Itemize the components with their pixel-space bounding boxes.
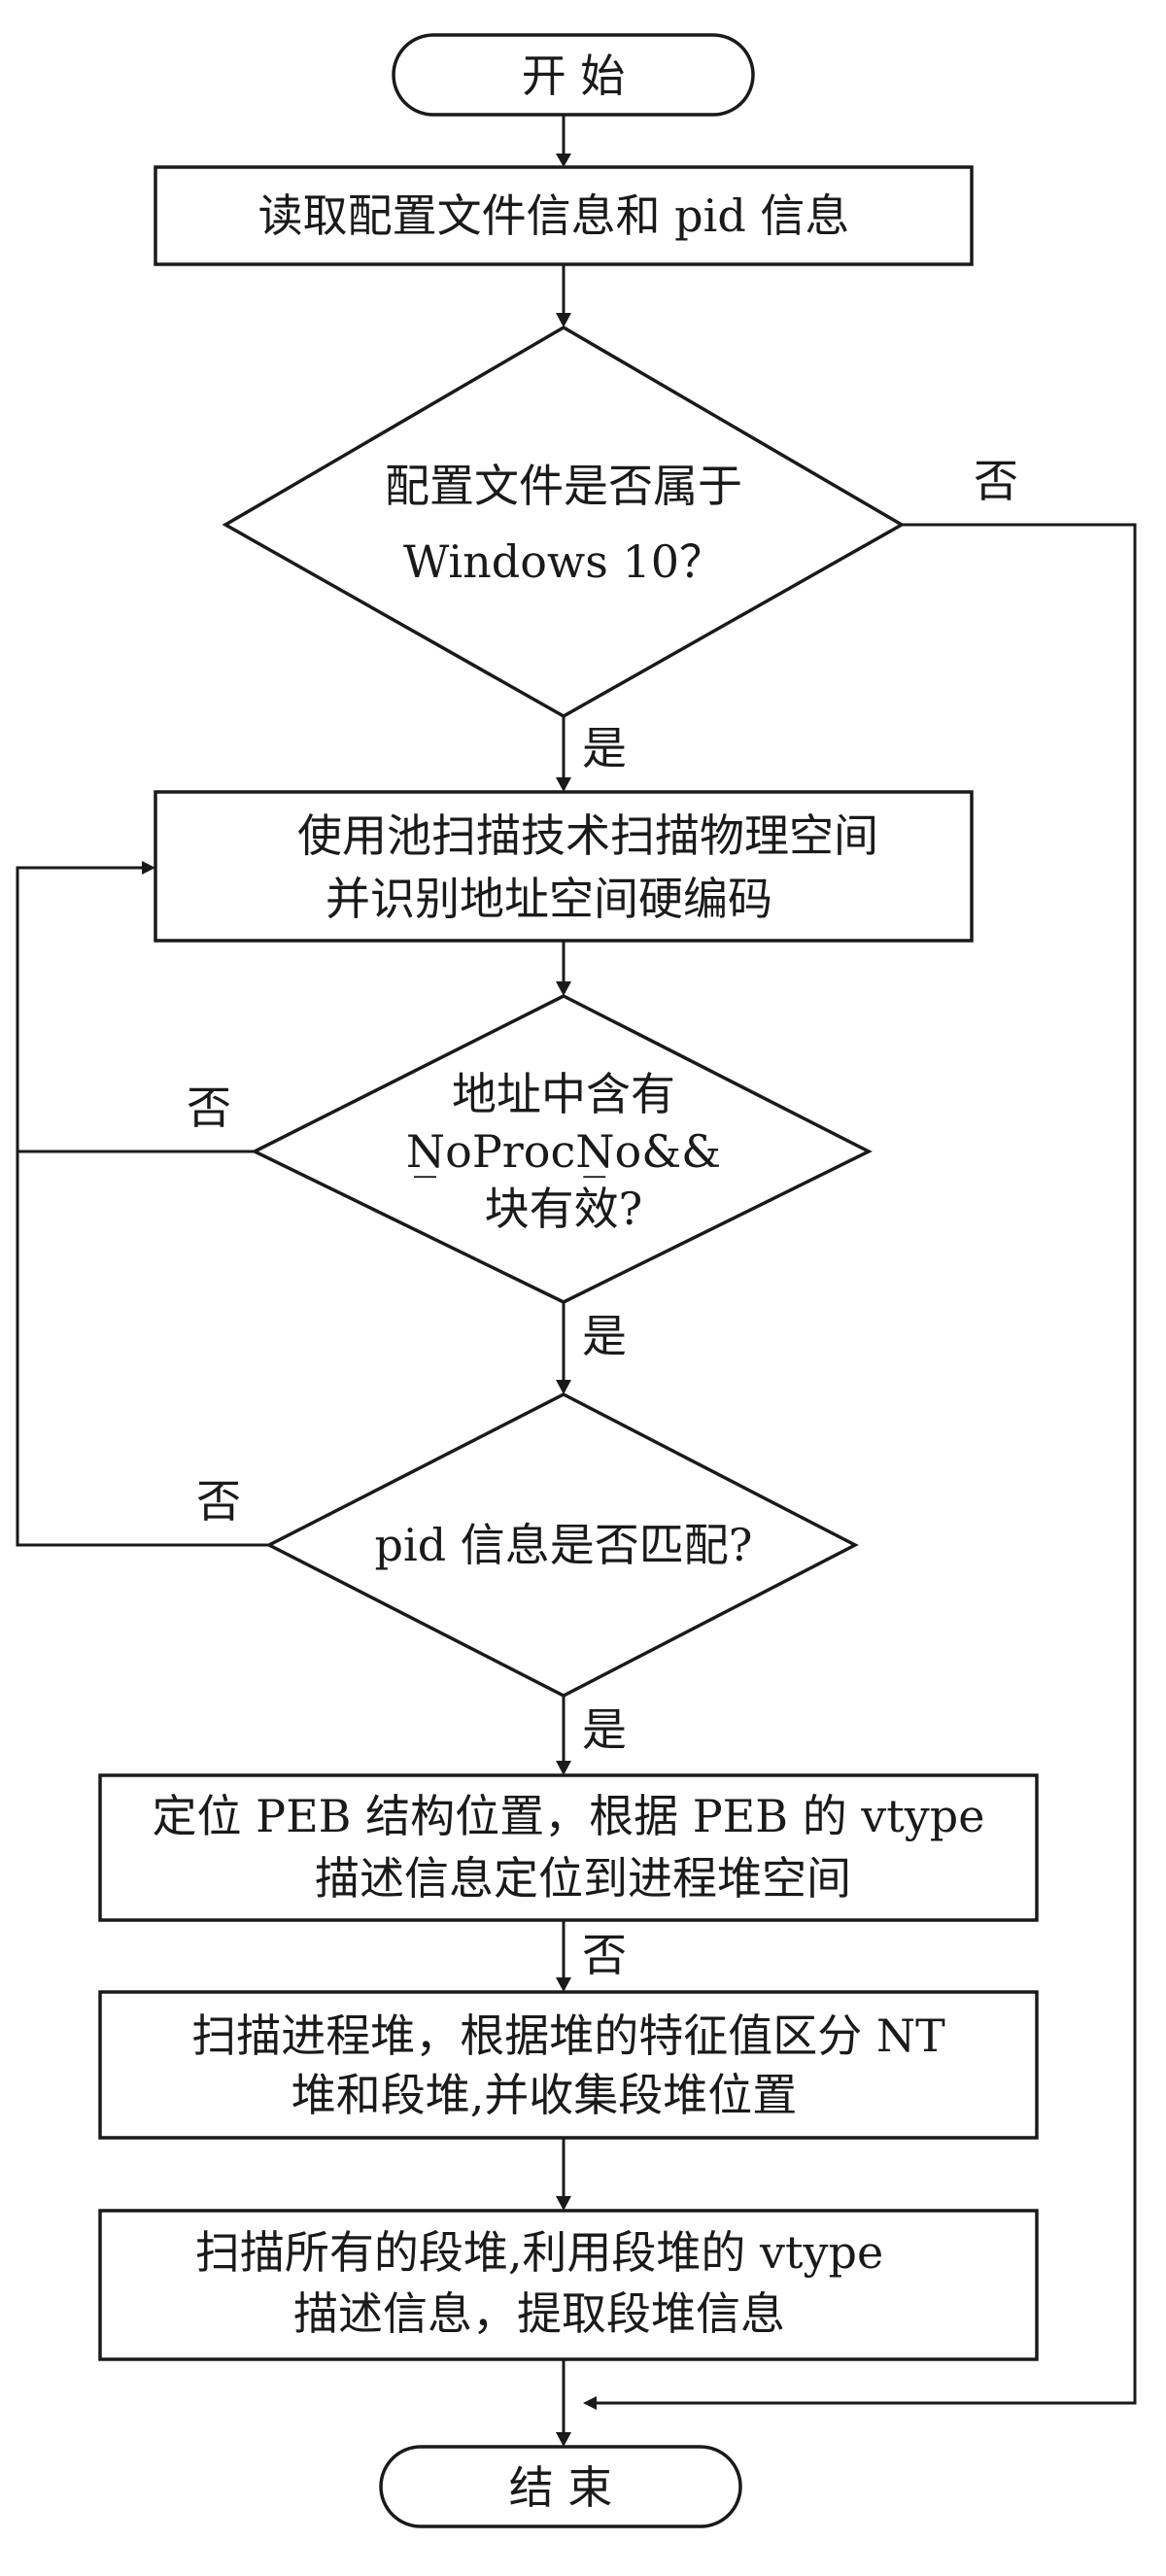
arrowhead-loop-back [142, 861, 155, 875]
scan-heap-box [98, 1990, 1039, 2140]
end-terminal [379, 2445, 742, 2528]
read-config-label: 读取配置文件信息和 pid 信息 [258, 189, 850, 242]
label-proc-yes: 是 [582, 1310, 627, 1362]
arrowhead-end [556, 2432, 571, 2447]
start-label: 开 始 [522, 50, 626, 102]
scan-heap-line2: 堆和段堆,并收集段堆位置 [292, 2069, 798, 2121]
check-win10-line1: 配置文件是否属于 [385, 460, 742, 512]
arrowhead-read [556, 154, 571, 167]
node-check-win10: 配置文件是否属于 Windows 10？ [222, 325, 906, 719]
arrowhead-proc [556, 981, 571, 996]
label-win10-no: 否 [974, 455, 1018, 507]
node-read-config: 读取配置文件信息和 pid 信息 [154, 165, 974, 266]
node-locate-peb: 定位 PEB 结构位置，根据 PEB 的 vtype 描述信息定位到进程堆空间 [98, 1773, 1039, 1922]
start-terminal [392, 33, 755, 117]
check-proc-line3: 块有效? [485, 1183, 643, 1235]
edge-pid-no [16, 1151, 269, 1547]
connectors [16, 115, 1137, 2447]
node-start: 开 始 [392, 33, 755, 117]
read-config-box [154, 165, 974, 266]
node-end: 结 束 [379, 2445, 742, 2528]
arrowhead-peb [556, 1761, 571, 1775]
scan-segments-line1: 扫描所有的段堆,利用段堆的 vtype [195, 2226, 883, 2279]
arrowhead-heap [556, 1977, 571, 1992]
check-pid-label: pid 信息是否匹配? [375, 1519, 753, 1571]
edge-proc-no [16, 866, 255, 1153]
label-pid-no: 否 [196, 1475, 241, 1528]
arrowhead-win10 [556, 313, 571, 327]
check-proc-line1: 地址中含有 [452, 1068, 675, 1120]
node-scan-heap: 扫描进程堆，根据堆的特征值区分 NT 堆和段堆,并收集段堆位置 [98, 1990, 1039, 2140]
pool-scan-line1: 使用池扫描技术扫描物理空间 [297, 809, 878, 862]
pool-scan-line2: 并识别地址空间硬编码 [326, 873, 772, 925]
node-pool-scan: 使用池扫描技术扫描物理空间 并识别地址空间硬编码 [154, 790, 974, 943]
node-scan-segments: 扫描所有的段堆,利用段堆的 vtype 描述信息，提取段堆信息 [98, 2209, 1039, 2361]
label-pid-yes: 是 [582, 1703, 627, 1756]
edge-win10-no [597, 523, 1137, 2405]
arrowhead-end-join [583, 2396, 597, 2410]
check-proc-line2: N̲oProcN̲o&& [406, 1125, 721, 1178]
end-label: 结 束 [509, 2461, 613, 2514]
check-pid-diamond [265, 1392, 859, 1698]
scan-heap-line1: 扫描进程堆，根据堆的特征值区分 NT [191, 2009, 945, 2062]
scan-segments-line2: 描述信息，提取段堆信息 [293, 2287, 785, 2340]
scan-segments-box [98, 2209, 1039, 2361]
label-peb-heap: 否 [582, 1929, 627, 1981]
node-check-pid: pid 信息是否匹配? [265, 1392, 859, 1698]
locate-peb-box [98, 1773, 1039, 1922]
check-proc-diamond [251, 994, 873, 1304]
pool-scan-box [154, 790, 974, 943]
locate-peb-line2: 描述信息定位到进程堆空间 [315, 1852, 851, 1905]
label-win10-yes: 是 [582, 722, 627, 774]
label-proc-no: 否 [187, 1082, 231, 1134]
arrowhead-pool-scan [556, 777, 571, 792]
edge-labels: 否 是 否 是 否 是 否 [187, 455, 1018, 1981]
arrowhead-seg [556, 2196, 571, 2211]
check-win10-line2: Windows 10？ [403, 535, 724, 588]
arrowhead-pid [556, 1380, 571, 1394]
check-win10-diamond [222, 325, 906, 719]
locate-peb-line1: 定位 PEB 结构位置，根据 PEB 的 vtype [153, 1790, 985, 1842]
node-check-proc: 地址中含有 N̲oProcN̲o&& 块有效? [251, 994, 873, 1304]
